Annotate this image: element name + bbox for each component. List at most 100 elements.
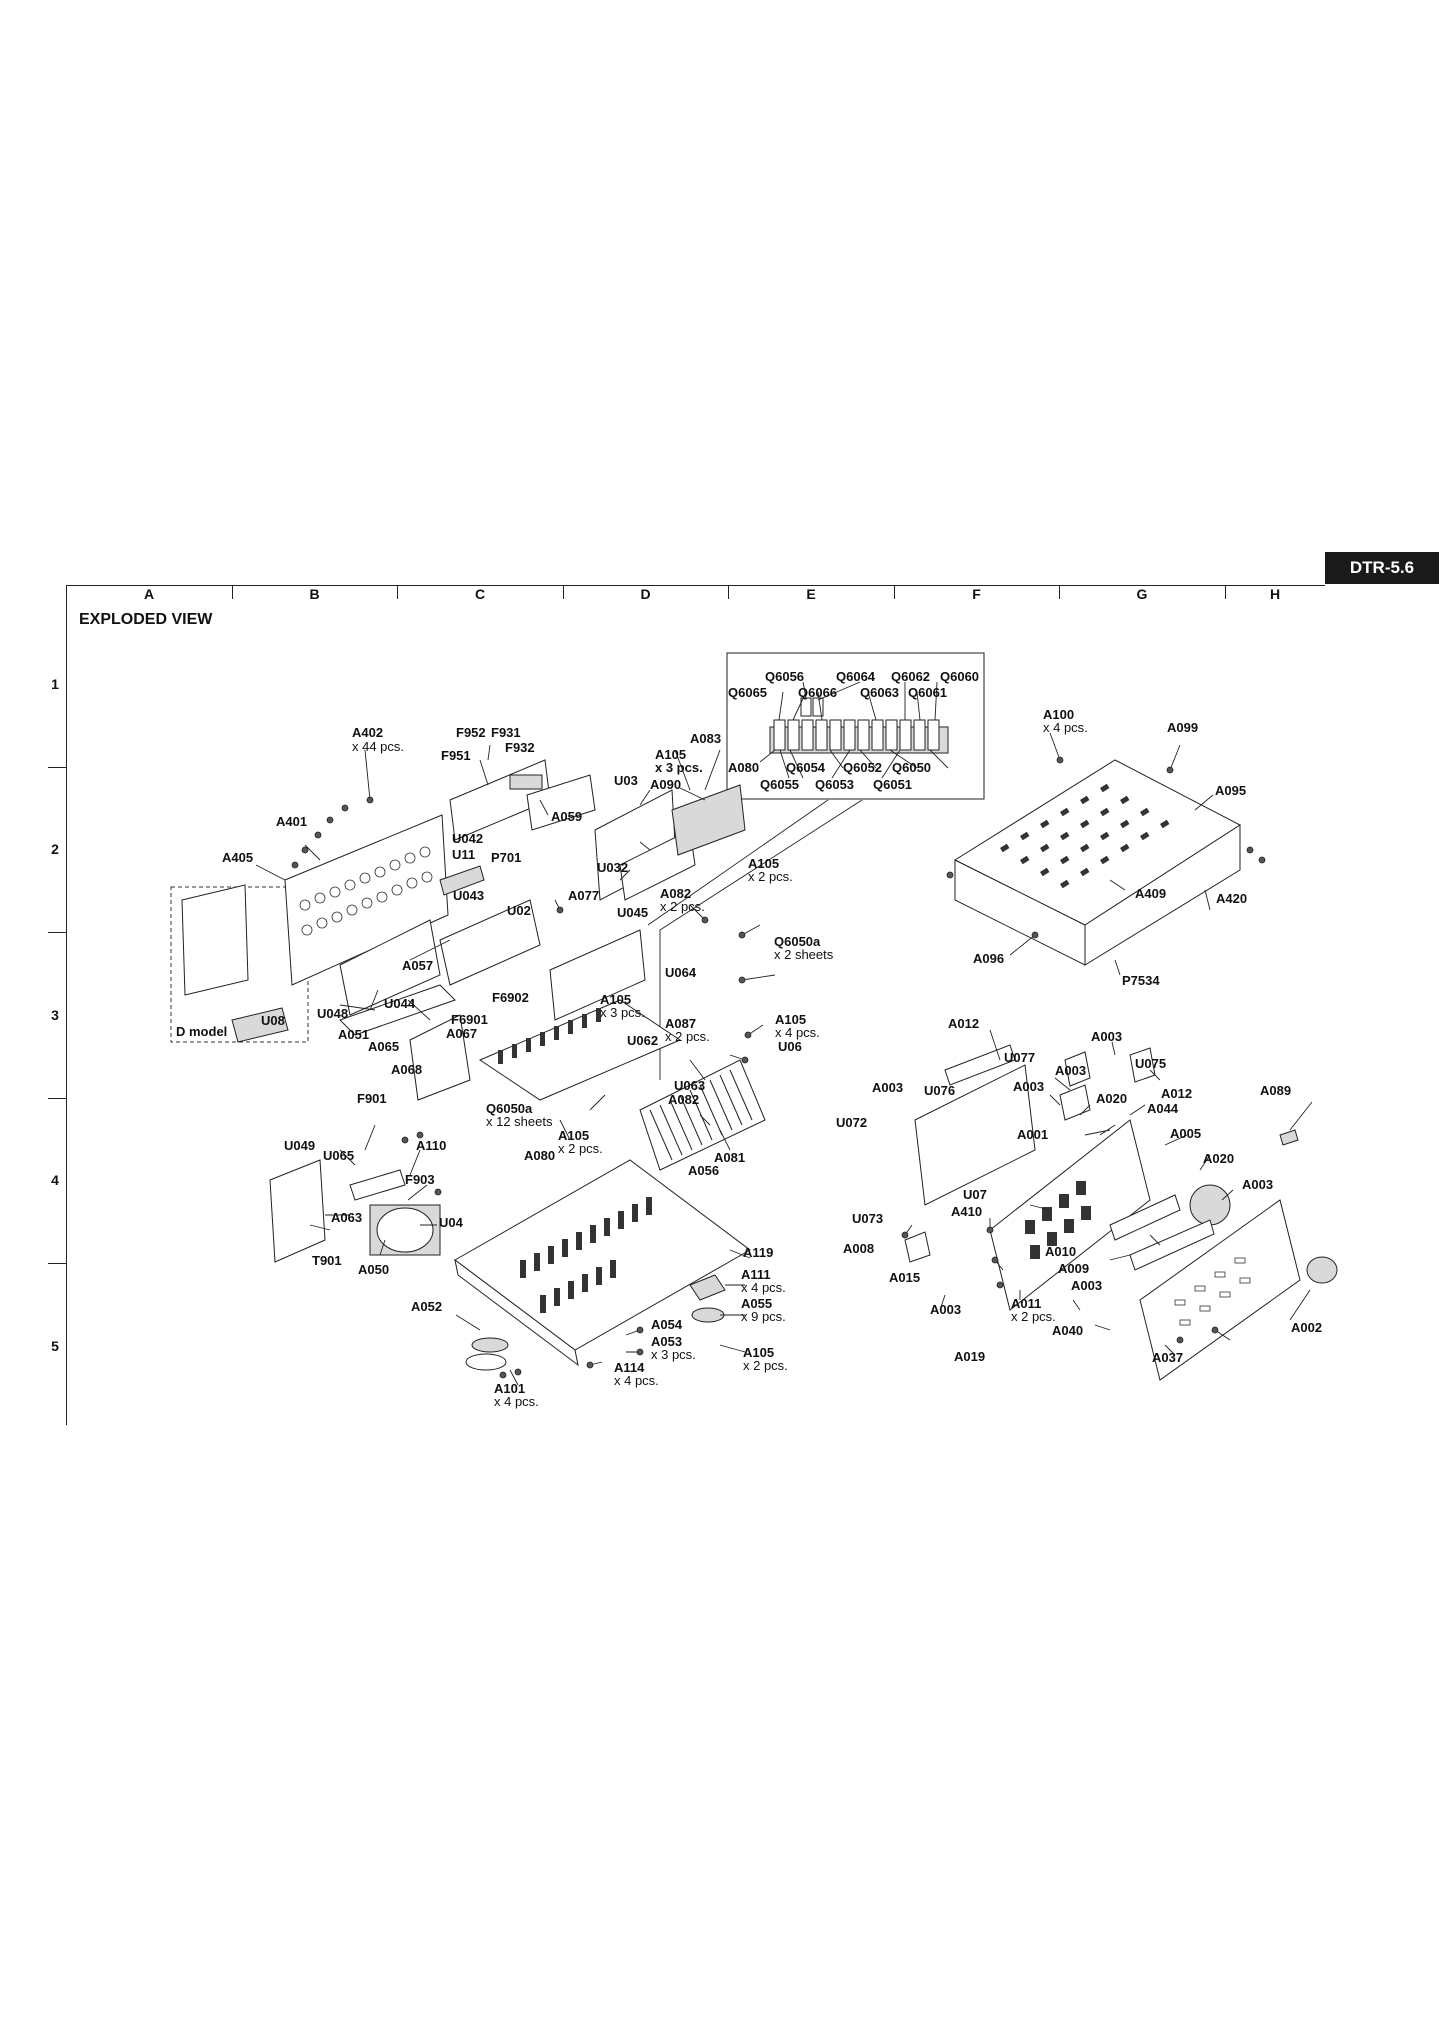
u08-board bbox=[231, 1007, 289, 1043]
chassis-front-lip bbox=[454, 1258, 579, 1367]
part-label: A077 bbox=[568, 888, 599, 903]
part-label: A063 bbox=[331, 1210, 362, 1225]
part-label: U075 bbox=[1135, 1056, 1166, 1071]
window-a008 bbox=[1109, 1194, 1181, 1241]
column-divider bbox=[894, 585, 895, 599]
board-u045 bbox=[619, 829, 696, 901]
part-label: A089 bbox=[1260, 1083, 1291, 1098]
board-u11 bbox=[439, 865, 485, 896]
part-label: A003 bbox=[1071, 1278, 1102, 1293]
part-label: F951 bbox=[441, 748, 471, 763]
part-label: A105 bbox=[600, 992, 631, 1007]
transistor-detail bbox=[812, 697, 824, 717]
part-qty: x 9 pcs. bbox=[741, 1309, 786, 1324]
part-label: F6902 bbox=[492, 990, 529, 1005]
part-label: U06 bbox=[778, 1039, 802, 1054]
page-title: EXPLODED VIEW bbox=[79, 611, 213, 628]
column-divider bbox=[1059, 585, 1060, 599]
column-divider bbox=[563, 585, 564, 599]
part-label: U045 bbox=[617, 905, 648, 920]
part-label: A101 bbox=[494, 1381, 525, 1396]
label-q6054: Q6054 bbox=[786, 760, 826, 775]
part-qty: x 3 pcs. bbox=[600, 1005, 645, 1020]
part-label: U077 bbox=[1004, 1050, 1035, 1065]
part-label: U08 bbox=[261, 1013, 285, 1028]
transistor-q6065 bbox=[773, 719, 786, 751]
column-divider bbox=[728, 585, 729, 599]
bracket-a051 bbox=[339, 984, 456, 1036]
part-label: P7534 bbox=[1122, 973, 1160, 988]
column-label-c: C bbox=[474, 586, 486, 602]
part-label: U04 bbox=[439, 1215, 464, 1230]
label-q6050: Q6050 bbox=[892, 760, 931, 775]
part-label: A020 bbox=[1096, 1091, 1127, 1106]
part-label: A081 bbox=[714, 1150, 745, 1165]
board-f951 bbox=[526, 774, 596, 831]
part-label: U042 bbox=[452, 831, 483, 846]
transistor-q6052 bbox=[885, 719, 898, 751]
part-label: A110 bbox=[416, 1138, 446, 1153]
part-label: A044 bbox=[1147, 1101, 1179, 1116]
bracket-a083 bbox=[671, 784, 746, 856]
part-label: A005 bbox=[1170, 1126, 1201, 1141]
transistor-row bbox=[773, 719, 940, 751]
heatsink-a080 bbox=[639, 1059, 766, 1171]
part-qty: x 4 pcs. bbox=[741, 1280, 786, 1295]
column-label-b: B bbox=[309, 586, 320, 602]
part-label: A105 bbox=[743, 1345, 774, 1360]
part-qty: x 12 sheets bbox=[486, 1114, 553, 1129]
part-label: U043 bbox=[453, 888, 484, 903]
row-divider bbox=[48, 1263, 66, 1264]
part-label: A008 bbox=[843, 1241, 874, 1256]
part-label: A001 bbox=[1017, 1127, 1048, 1142]
part-label: A080 bbox=[524, 1148, 555, 1163]
part-label: A083 bbox=[690, 731, 721, 746]
board-u032 bbox=[549, 929, 646, 1021]
part-label: A405 bbox=[222, 850, 253, 865]
d-model-label: D model bbox=[176, 1024, 227, 1039]
d-model-rear-panel bbox=[181, 884, 249, 996]
label-q6053: Q6053 bbox=[815, 777, 854, 792]
part-label: A105 bbox=[655, 747, 686, 762]
part-label: A012 bbox=[1161, 1086, 1192, 1101]
column-label-d: D bbox=[640, 586, 651, 602]
part-label: A051 bbox=[338, 1027, 369, 1042]
part-label: A065 bbox=[368, 1039, 399, 1054]
row-label-5: 5 bbox=[51, 1338, 59, 1354]
part-qty: x 4 pcs. bbox=[614, 1373, 659, 1388]
label-q6066: Q6066 bbox=[798, 685, 837, 700]
transistor-q6064 bbox=[843, 719, 856, 751]
knob-a040 bbox=[1306, 1256, 1338, 1284]
row-label-2: 2 bbox=[51, 841, 59, 857]
part-label: A010 bbox=[1045, 1244, 1076, 1259]
part-label: A011 bbox=[1011, 1296, 1041, 1311]
row-divider bbox=[48, 932, 66, 933]
panel-a009 bbox=[1129, 1219, 1215, 1271]
part-label: A096 bbox=[973, 951, 1004, 966]
part-label: A410 bbox=[951, 1204, 982, 1219]
column-divider bbox=[397, 585, 398, 599]
chassis-a050 bbox=[454, 1159, 751, 1371]
label-q6056: Q6056 bbox=[765, 669, 804, 684]
part-label: F932 bbox=[505, 740, 535, 755]
u049-board bbox=[349, 1169, 406, 1201]
part-label: U073 bbox=[852, 1211, 883, 1226]
part-label: U048 bbox=[317, 1006, 348, 1021]
transistor-q6051 bbox=[913, 719, 926, 751]
transistor-q6054 bbox=[829, 719, 842, 751]
label-q6061: Q6061 bbox=[908, 685, 947, 700]
part-label: A009 bbox=[1058, 1261, 1089, 1276]
part-label: A100 bbox=[1043, 707, 1074, 722]
part-label: F901 bbox=[357, 1091, 387, 1106]
display-board-u07 bbox=[914, 1064, 1036, 1206]
bracket-u073 bbox=[904, 1231, 931, 1263]
part-label: U065 bbox=[323, 1148, 354, 1163]
part-label: T901 bbox=[312, 1253, 342, 1268]
part-label: F931 bbox=[491, 725, 521, 740]
part-label: A105 bbox=[748, 856, 779, 871]
part-label: A087 bbox=[665, 1016, 696, 1031]
board-u043 bbox=[339, 919, 441, 1016]
part-label: A003 bbox=[1242, 1177, 1273, 1192]
part-label: A409 bbox=[1135, 886, 1166, 901]
